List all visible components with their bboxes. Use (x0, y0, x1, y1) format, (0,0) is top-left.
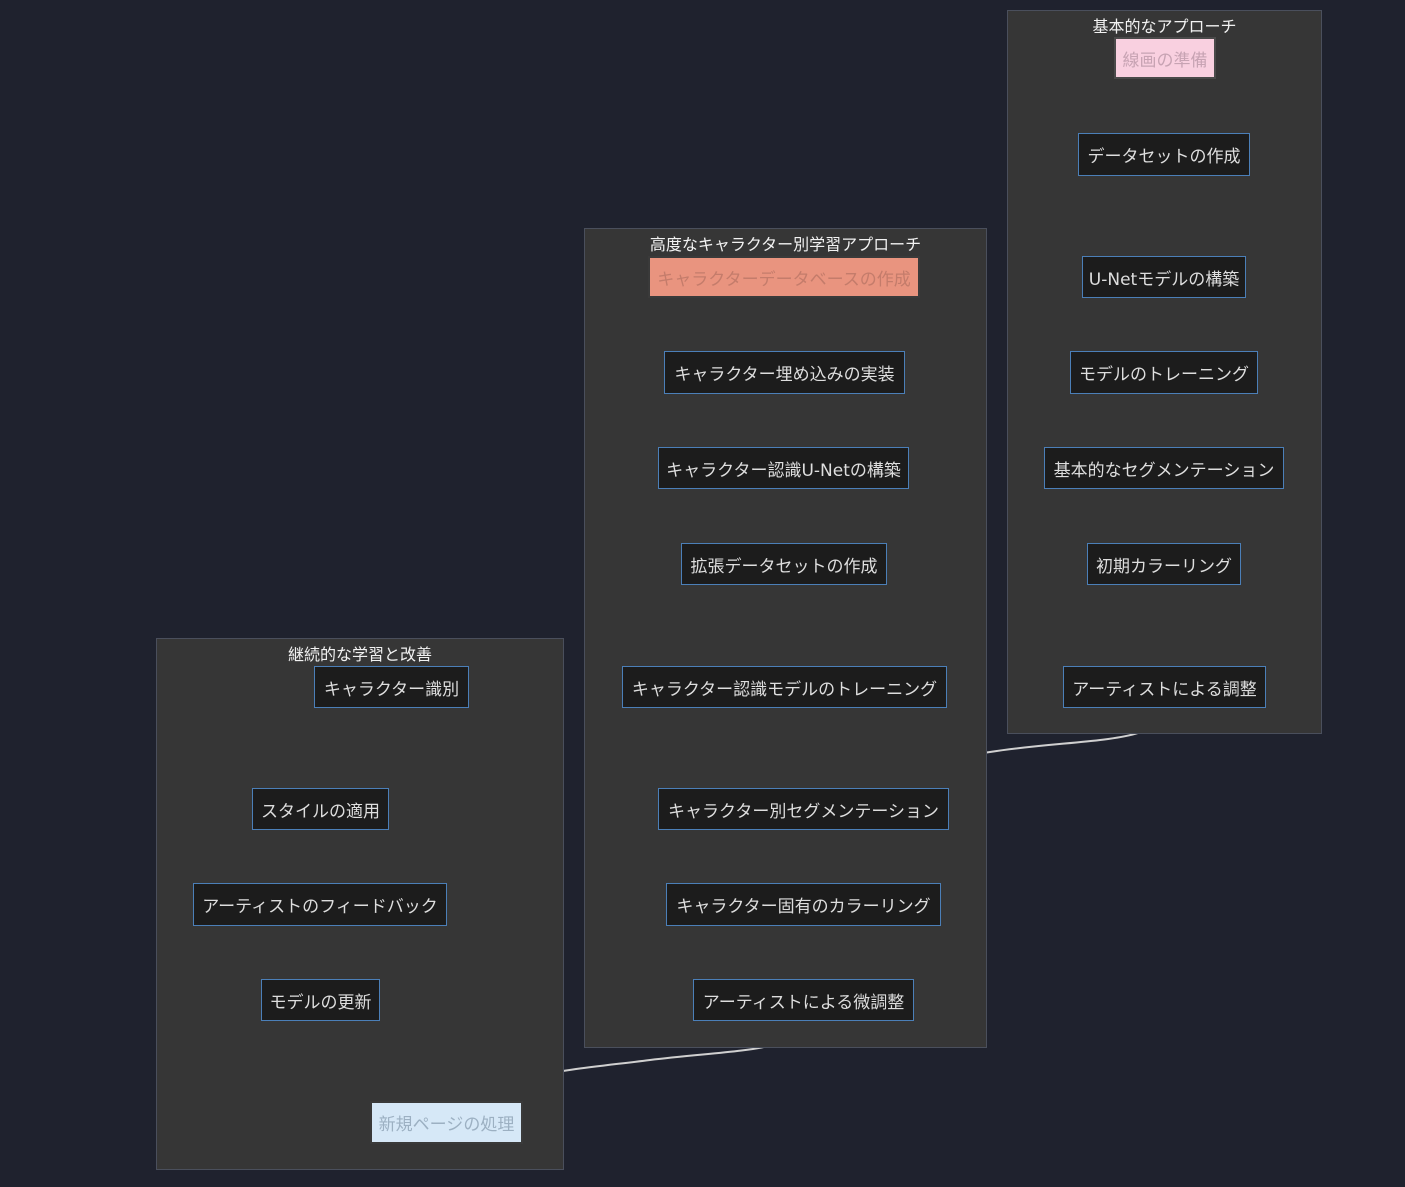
cluster-advanced-title: 高度なキャラクター別学習アプローチ (649, 235, 922, 254)
node-character-model-training[interactable]: キャラクター認識モデルのトレーニング (622, 666, 947, 708)
cluster-basic-title: 基本的なアプローチ (1092, 17, 1237, 36)
node-model-training[interactable]: モデルのトレーニング (1070, 351, 1258, 394)
node-character-unet[interactable]: キャラクター認識U-Netの構築 (658, 447, 909, 489)
node-new-page[interactable]: 新規ページの処理 (370, 1101, 523, 1144)
node-unet-build[interactable]: U-Netモデルの構築 (1082, 256, 1246, 298)
node-character-embedding[interactable]: キャラクター埋め込みの実装 (664, 351, 905, 394)
node-extended-dataset[interactable]: 拡張データセットの作成 (681, 543, 887, 585)
node-character-segmentation[interactable]: キャラクター別セグメンテーション (658, 788, 949, 830)
node-artist-adjust[interactable]: アーティストによる調整 (1063, 666, 1266, 708)
node-character-coloring[interactable]: キャラクター固有のカラーリング (666, 883, 941, 926)
node-artist-finetune[interactable]: アーティストによる微調整 (693, 979, 914, 1021)
node-artist-feedback[interactable]: アーティストのフィードバック (193, 883, 447, 926)
node-character-database[interactable]: キャラクターデータベースの作成 (648, 256, 920, 298)
node-style-apply[interactable]: スタイルの適用 (252, 788, 389, 830)
node-dataset-creation[interactable]: データセットの作成 (1078, 133, 1250, 176)
node-basic-segmentation[interactable]: 基本的なセグメンテーション (1044, 447, 1284, 489)
node-character-identification[interactable]: キャラクター識別 (314, 666, 469, 708)
node-lineart-prep[interactable]: 線画の準備 (1114, 37, 1216, 79)
node-initial-coloring[interactable]: 初期カラーリング (1087, 543, 1241, 585)
node-model-update[interactable]: モデルの更新 (261, 979, 380, 1021)
cluster-continuous-title: 継続的な学習と改善 (287, 645, 432, 664)
